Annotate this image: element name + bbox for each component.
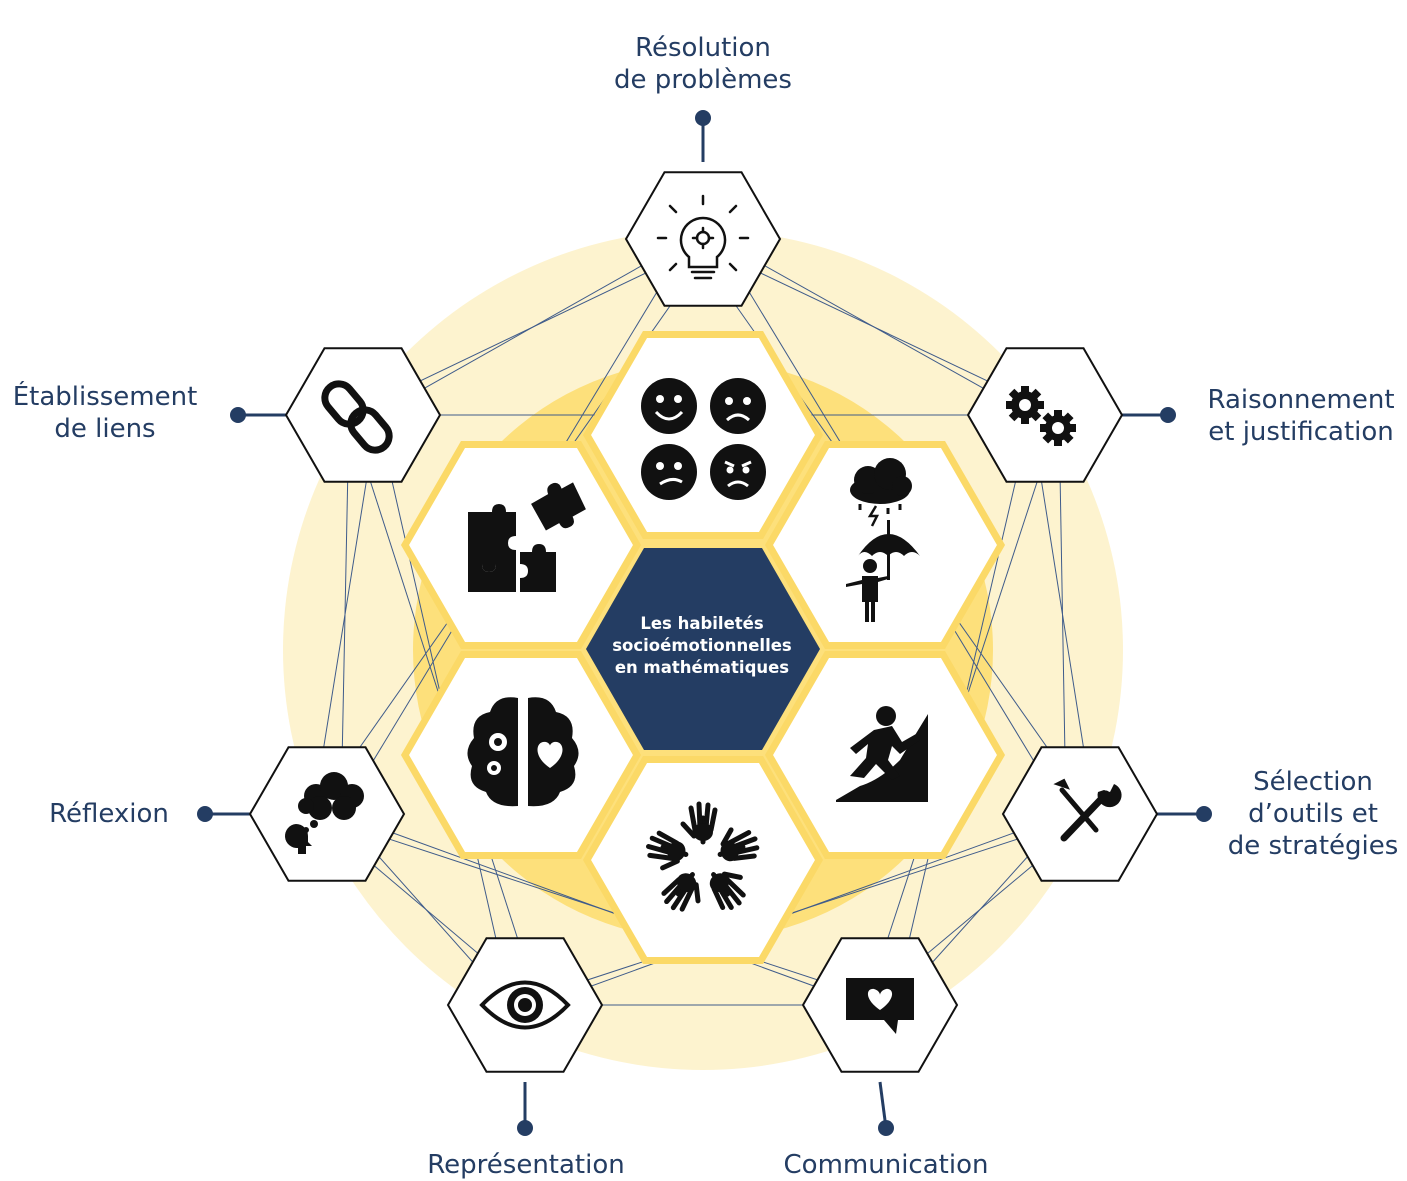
connector-stems <box>197 110 1212 1136</box>
label-reflexion: Réflexion <box>34 798 184 830</box>
stem-dot <box>197 806 213 822</box>
label-raisonnement-line-2: et justification <box>1208 417 1394 447</box>
stem-dot <box>230 407 246 423</box>
inner-hex-4 <box>582 756 824 964</box>
hands-circle-icon <box>644 801 760 917</box>
label-resolution-line-1: Résolution <box>635 33 771 63</box>
stem-dot <box>517 1120 533 1136</box>
stem-dot <box>878 1120 894 1136</box>
inner-hex-5 <box>400 651 642 859</box>
eye-icon <box>479 980 571 1030</box>
tools-icon <box>1053 778 1122 842</box>
puzzle-icon <box>468 482 586 592</box>
label-reflexion-line-1: Réflexion <box>49 799 169 829</box>
label-resolution-line-2: de problèmes <box>614 65 792 95</box>
web-line <box>312 813 895 1006</box>
stem-dot <box>695 110 711 126</box>
inner-hex-6 <box>400 441 642 649</box>
gears-icon <box>1006 386 1076 446</box>
label-selection-line-1: Sélection <box>1253 767 1373 797</box>
label-selection-line-2: d’outils et <box>1248 799 1378 829</box>
center-hexagon <box>586 548 820 750</box>
brain-gears-heart-icon <box>467 697 579 807</box>
label-selection: Sélection d’outils et de stratégies <box>1218 766 1407 862</box>
label-communication-line-1: Communication <box>783 1150 989 1180</box>
stem-dot <box>1196 806 1212 822</box>
chain-link-icon <box>321 380 393 454</box>
label-etablissement: Établissement de liens <box>2 381 208 445</box>
center-title: Les habiletés socioémotionnelles en math… <box>592 613 812 679</box>
lightbulb-gear-icon <box>656 194 750 280</box>
label-representation-line-1: Représentation <box>427 1150 625 1180</box>
climber-icon <box>836 706 928 802</box>
center-title-line-1: Les habiletés <box>640 614 764 633</box>
label-selection-line-3: de stratégies <box>1227 831 1399 861</box>
speech-heart-icon <box>846 978 914 1034</box>
outer-hex-resolution <box>624 171 782 307</box>
label-resolution: Résolution de problèmes <box>603 32 803 96</box>
stem-dot <box>1160 407 1176 423</box>
emotion-faces-icon <box>641 378 766 500</box>
thought-bubble-icon <box>284 772 364 854</box>
umbrella-storm-icon <box>846 458 920 622</box>
label-etablissement-line-2: de liens <box>54 414 156 444</box>
label-communication: Communication <box>766 1149 1006 1181</box>
label-etablissement-line-1: Établissement <box>12 382 198 412</box>
label-representation: Représentation <box>406 1149 646 1181</box>
web-line <box>510 813 1095 1006</box>
center-title-line-2: socioémotionnelles <box>612 636 792 655</box>
outer-hex-raisonnement <box>966 347 1124 483</box>
web-line <box>716 238 1032 416</box>
center-title-line-3: en mathématiques <box>614 658 790 677</box>
label-raisonnement: Raisonnement et justification <box>1196 384 1406 448</box>
label-raisonnement-line-1: Raisonnement <box>1207 385 1395 415</box>
